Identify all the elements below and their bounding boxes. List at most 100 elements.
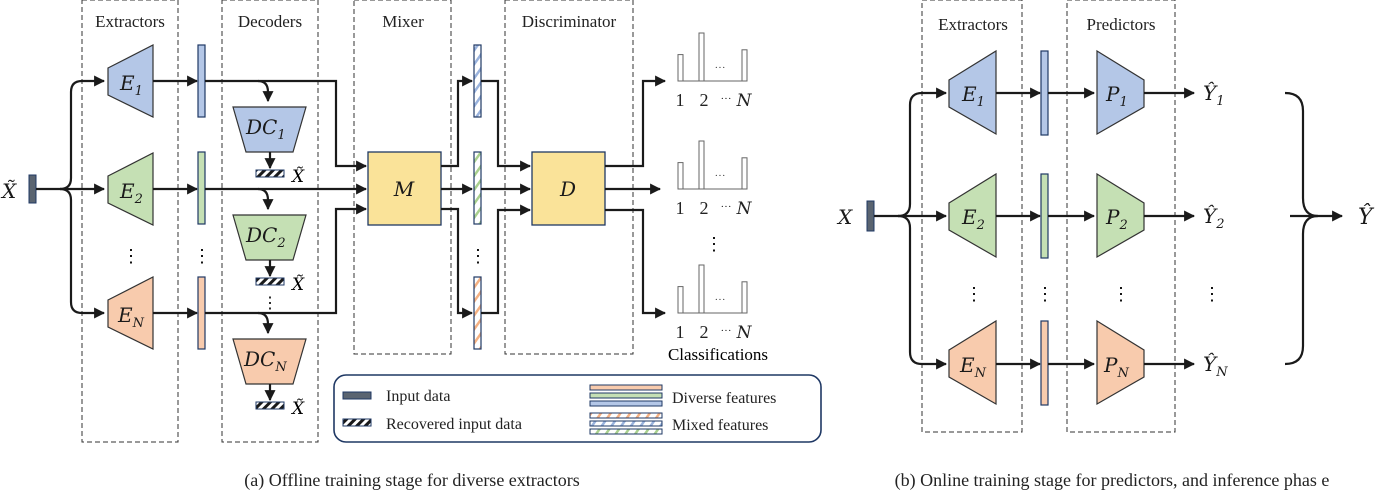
mixed-feature-bar-2 bbox=[473, 151, 482, 225]
wire-feature1-to-mixer bbox=[258, 79, 368, 172]
svg-text:P2: P2 bbox=[1105, 205, 1128, 233]
wire-feature2-to-dc2 bbox=[205, 187, 274, 211]
feature-bar-n-b bbox=[1040, 320, 1049, 406]
wire-featuren-to-dcn bbox=[205, 311, 274, 335]
wire-feature1-to-dc1 bbox=[205, 79, 274, 103]
legend-diverse-swatch bbox=[589, 384, 663, 407]
extractor-en-b: EN bbox=[948, 319, 997, 406]
histogram-tick-label: 1 bbox=[676, 198, 685, 218]
histogram-tick-label: ··· bbox=[721, 325, 732, 337]
caption-a: (a) Offline training stage for diverse e… bbox=[244, 470, 580, 491]
histogram-bar bbox=[677, 286, 684, 314]
mixed-feature-bar-1 bbox=[473, 44, 482, 118]
legend-input-swatch bbox=[342, 391, 372, 400]
extractor-e1: E1 bbox=[107, 44, 154, 118]
decoder-dc2: DC2 bbox=[232, 214, 307, 261]
extractor-e1-b: E1 bbox=[948, 49, 997, 136]
mixer-group-label: Mixer bbox=[382, 12, 424, 31]
svg-text:M: M bbox=[393, 177, 415, 201]
legend-diverse-label: Diverse features bbox=[672, 390, 776, 407]
legend: Input data Recovered input data Diverse … bbox=[333, 374, 822, 443]
histogram-tick-label: ··· bbox=[721, 201, 732, 213]
legend-mixed-label: Mixed features bbox=[672, 417, 768, 434]
mixer-block: M bbox=[367, 151, 442, 226]
histogram-bar bbox=[677, 54, 684, 82]
feature-bar-2-a bbox=[197, 151, 206, 225]
extractors-group-label: Extractors bbox=[95, 12, 165, 31]
extractor-en: EN bbox=[107, 276, 154, 350]
histogram-tick-label: 1 bbox=[676, 322, 685, 342]
mixed-features-ellipsis: ⋮ bbox=[469, 246, 487, 266]
svg-text:E1: E1 bbox=[961, 82, 985, 110]
svg-text:E2: E2 bbox=[119, 179, 143, 207]
input-symbol-b: X bbox=[836, 205, 853, 229]
svg-text:P1: P1 bbox=[1105, 82, 1128, 110]
discriminator-group-box bbox=[504, 0, 634, 355]
recovered-block-1 bbox=[255, 169, 285, 178]
feature-bar-2-b bbox=[1040, 173, 1049, 259]
wire-disc-to-histn bbox=[605, 208, 667, 319]
outputs-ellipsis: ⋮ bbox=[1203, 284, 1221, 304]
wire-input-to-e1-b bbox=[874, 87, 948, 218]
panel-b: Extractors Predictors X E1 E2 EN ⋮ ⋮ bbox=[836, 0, 1375, 491]
wire-mixed1-to-disc bbox=[481, 79, 532, 172]
svg-text:DCN: DCN bbox=[243, 347, 287, 375]
wire-disc-to-hist1 bbox=[605, 75, 667, 168]
legend-input-label: Input data bbox=[386, 388, 450, 405]
histogram-dots: ··· bbox=[715, 62, 726, 74]
histogram-dots: ··· bbox=[715, 170, 726, 182]
output-yn: ŶN bbox=[1203, 352, 1228, 380]
svg-text:PN: PN bbox=[1103, 353, 1129, 381]
output-y1: Ŷ1 bbox=[1203, 81, 1224, 109]
svg-text:E2: E2 bbox=[961, 205, 985, 233]
histogram-bar bbox=[698, 140, 705, 190]
predictor-p2: P2 bbox=[1096, 172, 1145, 259]
combine-brace bbox=[1284, 91, 1319, 366]
histogram-tick-label: 2 bbox=[700, 90, 709, 110]
caption-b: (b) Online training stage for predictors… bbox=[895, 470, 1330, 491]
discriminator-group-label: Discriminator bbox=[522, 12, 617, 31]
histogram-bar bbox=[698, 264, 705, 314]
input-data-block-a bbox=[28, 174, 37, 204]
mixed-feature-bar-n bbox=[473, 276, 482, 350]
svg-text:D: D bbox=[559, 177, 576, 201]
wire-mixedn-to-disc bbox=[481, 204, 532, 315]
legend-recovered-swatch bbox=[342, 418, 372, 427]
predictor-pn: PN bbox=[1096, 319, 1145, 406]
extractors-group-box bbox=[81, 0, 179, 443]
wire-featuren-to-mixer bbox=[258, 203, 368, 315]
decoder-dcn: DCN bbox=[232, 338, 307, 385]
input-symbol-a: X̃ bbox=[0, 179, 17, 203]
histogram-bar bbox=[741, 157, 748, 190]
histogram-bar bbox=[677, 162, 684, 190]
wire-mixer-to-mixed1 bbox=[441, 75, 474, 168]
histogram-tick-label: N bbox=[736, 323, 753, 343]
svg-text:E1: E1 bbox=[119, 71, 143, 99]
histogram-tick-label: ··· bbox=[721, 93, 732, 105]
recovered-block-n bbox=[255, 401, 285, 410]
feature-bar-n-a bbox=[197, 276, 206, 350]
histogram-tick-label: N bbox=[736, 91, 753, 111]
feature-bar-1-a bbox=[197, 44, 206, 118]
predictor-p1: P1 bbox=[1096, 49, 1145, 136]
histogram-bar bbox=[741, 49, 748, 82]
discriminator-block: D bbox=[531, 151, 606, 226]
wire-mixer-to-mixedn bbox=[441, 207, 474, 319]
final-output-y: Ŷ bbox=[1358, 203, 1375, 230]
legend-recovered-label: Recovered input data bbox=[386, 416, 522, 433]
svg-text:DC1: DC1 bbox=[245, 115, 286, 143]
recovered-block-2 bbox=[255, 277, 285, 286]
classifications-label: Classifications bbox=[668, 345, 768, 364]
histograms-ellipsis: ⋮ bbox=[705, 234, 723, 254]
features-ellipsis-b: ⋮ bbox=[1036, 284, 1054, 304]
histogram-tick-label: N bbox=[736, 199, 753, 219]
decoder-dc1: DC1 bbox=[232, 106, 307, 153]
decoders-group-box bbox=[221, 0, 319, 443]
legend-mixed-swatch bbox=[589, 412, 663, 435]
histogram-bar bbox=[698, 32, 705, 82]
svg-text:DC2: DC2 bbox=[245, 223, 286, 251]
